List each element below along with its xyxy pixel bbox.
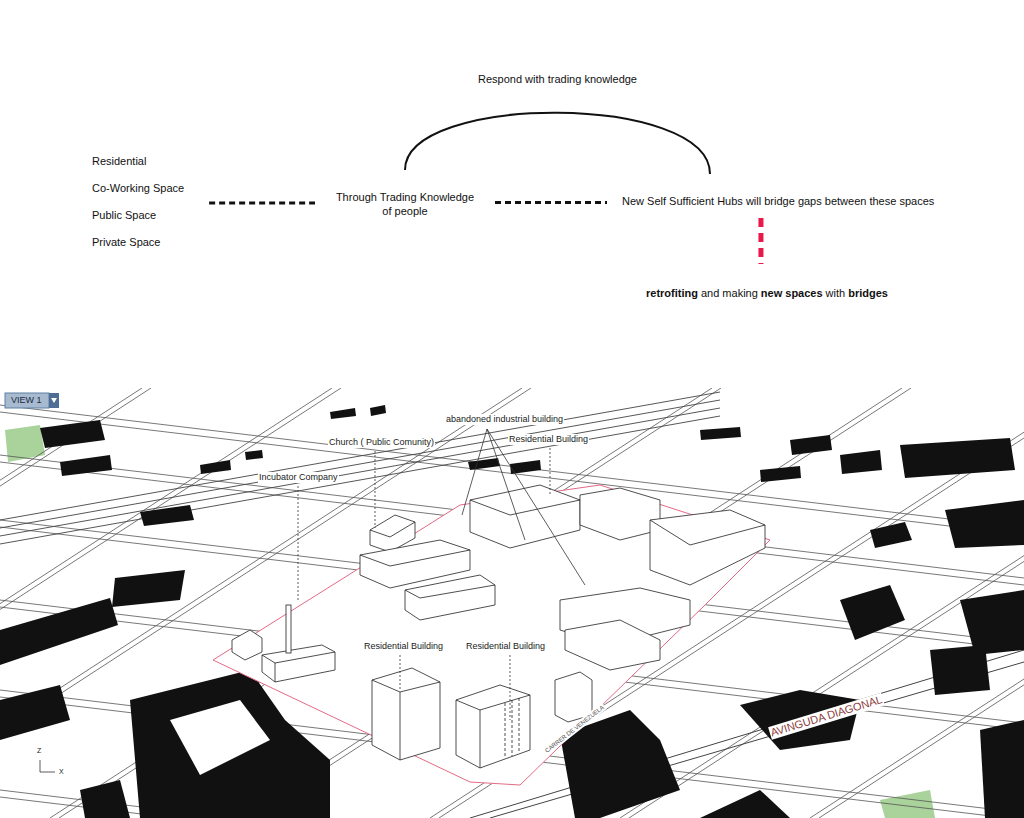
pink-dashed-connector	[758, 218, 763, 264]
node-text: with	[826, 287, 846, 299]
street-grid	[0, 388, 1024, 818]
city-block	[840, 450, 882, 474]
city-block	[760, 466, 801, 482]
courtyard	[170, 700, 270, 775]
node-text: bridges	[848, 287, 888, 299]
wireframe-building	[360, 550, 470, 566]
axis-symbol	[40, 760, 55, 772]
city-block	[0, 598, 118, 665]
wireframe-building	[480, 710, 481, 768]
node-text: Residential	[92, 155, 184, 168]
view-tab	[5, 393, 49, 408]
city-block	[200, 460, 231, 474]
city-block	[80, 780, 130, 818]
city-block	[980, 720, 1024, 818]
axis-symbol	[40, 760, 55, 772]
wireframe-building	[650, 510, 765, 585]
building-label: Residential Building	[465, 641, 546, 652]
concept-node: Through Trading Knowledge of people	[315, 170, 495, 218]
city-block	[510, 460, 541, 474]
node-text: new spaces	[761, 287, 823, 299]
wireframe-building	[650, 520, 765, 545]
node-text: and making	[701, 287, 758, 299]
city-block	[60, 455, 112, 476]
wireframe-building	[372, 668, 440, 760]
building-label: Residential Building	[363, 641, 444, 652]
building-label: Incubator Company	[258, 472, 339, 483]
wireframe-building	[405, 585, 495, 598]
dotted-connector	[495, 201, 607, 204]
leader-line	[298, 429, 585, 720]
node-text: New Self Sufficient Hubs will bridge gap…	[622, 195, 934, 207]
space-list: ResidentialCo-Working SpacePublic SpaceP…	[92, 155, 209, 249]
wireframe-building	[470, 500, 580, 515]
leader-line	[298, 448, 550, 720]
view-label: VIEW 1	[10, 395, 43, 406]
city-block	[140, 505, 194, 526]
wireframe-building	[580, 488, 660, 540]
wireframe-building	[286, 605, 291, 653]
wireframe-building	[372, 680, 440, 692]
building-label: Residential Building	[508, 434, 589, 445]
city-block	[245, 450, 263, 460]
city-block	[0, 685, 70, 740]
wireframe-building	[370, 522, 415, 537]
city-block	[870, 522, 912, 548]
node-text: Co-Working Space	[92, 182, 184, 195]
building-label: abandoned industrial building	[445, 414, 564, 425]
view-tab	[5, 393, 59, 408]
wireframe-building	[262, 652, 335, 663]
wireframe-building	[470, 485, 580, 548]
city-block	[330, 408, 356, 419]
wireframe-building	[505, 698, 519, 758]
wireframe-building	[275, 663, 276, 682]
wireframe-building	[456, 695, 530, 710]
hub-node: New Self Sufficient Hubs will bridge gap…	[607, 174, 934, 218]
city-block	[468, 458, 500, 470]
axis-label: Z	[36, 746, 42, 755]
city-block	[900, 438, 1015, 478]
street-grid	[0, 388, 1024, 818]
node-text: retrofiting	[646, 287, 698, 299]
city-block	[960, 590, 1024, 655]
city-block	[112, 570, 185, 607]
street-grid	[0, 392, 720, 544]
site-boundary	[213, 485, 770, 785]
wireframe-building	[456, 685, 530, 768]
leader-line	[462, 429, 585, 585]
wireframe-building	[262, 645, 335, 682]
city-block	[40, 420, 105, 448]
node-text: Through Trading Knowledge of people	[336, 191, 474, 217]
node-text: Private Space	[92, 236, 184, 249]
edge-label: Respond with trading knowledge	[478, 73, 637, 86]
wireframe-building	[400, 692, 401, 760]
node-text: Public Space	[92, 209, 184, 222]
wireframe-building	[565, 620, 660, 670]
city-block	[700, 427, 741, 440]
view-tab	[51, 398, 57, 403]
city-block	[370, 405, 386, 416]
arc-connector	[405, 113, 710, 174]
street-grid	[0, 388, 1024, 818]
city-block	[0, 405, 1024, 818]
wireframe-building	[405, 575, 495, 620]
city-block	[790, 435, 832, 455]
view-tab	[49, 393, 59, 408]
city-block	[945, 500, 1024, 548]
city-block	[840, 585, 905, 640]
wireframe-building	[232, 485, 765, 768]
axis-label: X	[58, 767, 65, 776]
city-block	[700, 790, 790, 818]
strategy-node: retrofitingand makingnew spaceswithbridg…	[646, 264, 888, 300]
dotted-connector	[209, 202, 315, 205]
building-label: Church ( Public Comunity)	[328, 437, 435, 448]
wireframe-building	[232, 630, 262, 660]
